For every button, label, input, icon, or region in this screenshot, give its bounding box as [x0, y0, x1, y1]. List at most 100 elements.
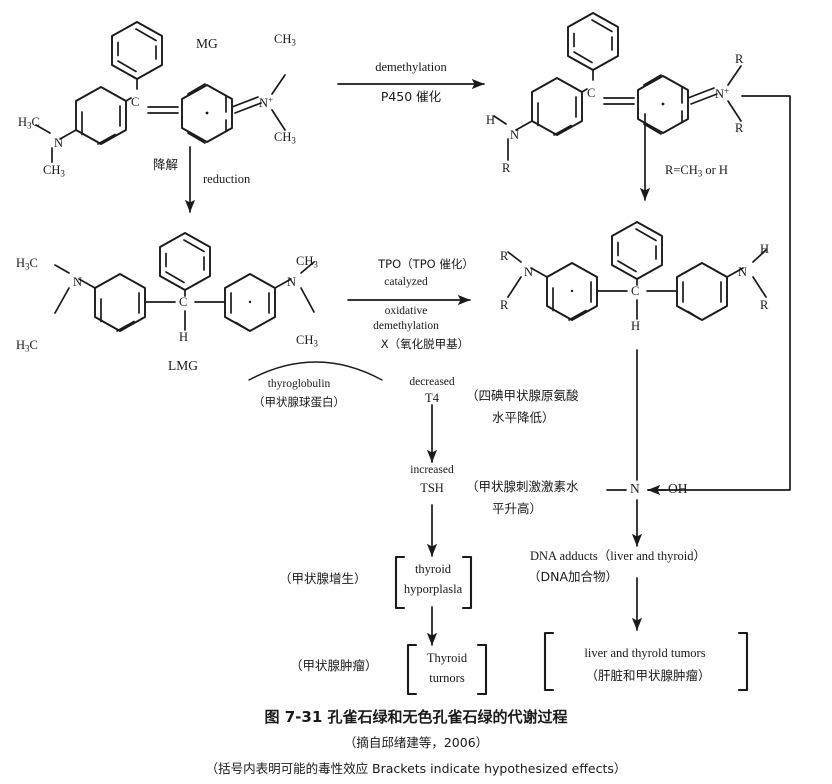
dmg-ring-to-nplus: [687, 87, 718, 105]
lmg-left-ring: [94, 273, 146, 332]
feedback-loop-line: [647, 95, 791, 496]
dlmg-right-nh: [752, 249, 767, 263]
mg-nplus-label: N+: [259, 95, 274, 111]
mg-left-h3c-label: H3C: [18, 115, 40, 131]
dmg-r-bottom-label: R: [735, 121, 744, 135]
dmg-left-nh: [493, 115, 507, 125]
dlmg-right-n-label: N: [738, 265, 748, 279]
figure-caption-main: 图 7-31 孔雀石绿和无色孔雀石绿的代谢过程: [264, 708, 568, 726]
reduction-label-en: reduction: [203, 172, 251, 186]
mg-left-n-bond: [59, 129, 77, 140]
tsh-label-cn-line1: （甲状腺刺激激素水: [466, 479, 579, 494]
dlmg-left-r-bottom-label: R: [500, 298, 509, 312]
ring-center-dots: [205, 102, 665, 304]
dlmg-right-r-label: R: [760, 298, 769, 312]
dmg-center-c-label: C: [587, 86, 596, 100]
dmg-exocyclic-double-bond: [603, 97, 635, 105]
dmg-r-top-label: R: [735, 52, 744, 66]
dlmg-center-h-label: H: [631, 319, 641, 333]
lmg-left-n-label: N: [73, 275, 83, 289]
dlmg-right-h-label: H: [760, 242, 770, 256]
lmg-right-ch3-top-label: CH3: [296, 254, 318, 270]
mg-left-n-label: N: [54, 136, 64, 150]
dmg-nplus-r-top: [727, 65, 742, 86]
dlmg-left-n-label: N: [524, 265, 534, 279]
dna-adducts-label-cn: （DNA加合物）: [528, 569, 619, 584]
r-definition-label: R=CH3 or H: [665, 163, 728, 179]
t4-label-cn-line2: 水平降低）: [492, 410, 555, 425]
lmg-right-nch3-bottom: [300, 287, 315, 313]
mg-quinoid-ring: [181, 83, 233, 144]
liver-tumors-label-en: liver and thyrold tumors: [584, 646, 706, 660]
mg-exocyclic-double-bond: [147, 106, 179, 114]
t4-label: T4: [425, 391, 439, 405]
lmg-center-c-label: C: [179, 295, 188, 309]
dlmg-phenyl-ring: [611, 221, 663, 280]
dmg-left-r-label: R: [502, 161, 511, 175]
dlmg-right-ring: [676, 262, 728, 321]
demethylation-label: demethylation: [375, 60, 447, 74]
mg-left-nch3-top: [35, 124, 51, 134]
dlmg-left-nr-bottom: [507, 276, 522, 298]
decreased-label: decreased: [409, 376, 455, 388]
mg-left-ring: [75, 86, 127, 145]
hyperplasia-label-line2: hyporplasla: [403, 582, 463, 596]
dlmg-left-nr-top: [507, 251, 522, 263]
dlmg-left-n-bond: [530, 267, 548, 278]
increased-label: increased: [410, 464, 454, 476]
mg-nplus-ch3-bottom: [271, 109, 286, 131]
dlmg-right-n-bond: [726, 267, 744, 278]
dlmg-left-ring: [546, 262, 598, 321]
tpo-line1-label: TPO（TPO 催化）: [378, 257, 474, 271]
mg-title: MG: [196, 36, 218, 51]
bracket-hyperplasia: [394, 555, 473, 610]
dmg-quinoid-ring: [637, 74, 689, 135]
mg-right-ch3-bottom-label: CH3: [274, 130, 296, 146]
figure-caption-source: （摘自邱绪建等，2006）: [343, 735, 489, 750]
mg-center-to-left-ring: [125, 97, 132, 102]
dlmg-left-r-top-label: R: [500, 249, 509, 263]
bracket-liver-tumors: [543, 631, 749, 692]
dmg-nplus-r-bottom: [727, 100, 742, 122]
dmg-center-to-left-ring: [581, 88, 588, 93]
dmg-left-n-label: N: [510, 128, 520, 142]
dmg-left-ring: [531, 77, 583, 136]
tsh-label: TSH: [420, 481, 444, 495]
mg-phenyl-ring: [111, 21, 163, 80]
dmg-nplus-label: N+: [715, 86, 730, 102]
tpo-line5-label: X（氧化脱甲基）: [380, 337, 470, 351]
p450-label: P450 催化: [380, 89, 442, 104]
noh-n-label: N: [630, 481, 640, 496]
dmg-phenyl-ring: [567, 12, 619, 71]
lmg-center-h-label: H: [179, 330, 189, 344]
lmg-right-nch3-top: [300, 261, 315, 274]
lmg-right-n-label: N: [287, 275, 297, 289]
t4-label-cn-line1: （四碘甲状腺原氨酸: [466, 388, 579, 403]
mg-right-ch3-top-label: CH3: [274, 32, 296, 48]
tpo-line2-label: catalyzed: [384, 276, 428, 288]
lmg-left-h3c-top-label: H3C: [16, 256, 38, 272]
thyroid-tumor-label-line2: turnors: [429, 671, 465, 685]
hyperplasia-label-cn: （甲状腺增生）: [279, 571, 367, 586]
dmg-left-h-label: H: [486, 113, 496, 127]
liver-tumors-label-cn: （肝脏和甲状腺肿瘤）: [585, 668, 711, 683]
lmg-title: LMG: [168, 358, 198, 373]
lmg-left-nch3-bottom: [54, 287, 70, 314]
lmg-right-ch3-bottom-label: CH3: [296, 333, 318, 349]
lmg-left-n-bond: [78, 278, 96, 289]
tpo-line3-label: oxidative: [384, 305, 428, 317]
mg-left-ch3-label: CH3: [43, 163, 65, 179]
figure-caption-note: （括号内表明可能的毒性效应 Brackets indicate hypothes…: [205, 761, 627, 776]
noh-oh-label: OH: [668, 481, 688, 496]
lmg-right-n-bond: [274, 278, 292, 289]
thyroglobulin-label-en: thyroglobulin: [267, 378, 331, 390]
dna-adducts-label-en: DNA adducts（liver and thyroid）: [530, 549, 707, 563]
hyperplasia-label-line1: thyroid: [414, 562, 452, 576]
lmg-right-ring: [224, 273, 276, 332]
dlmg-center-c-label: C: [631, 284, 640, 298]
lmg-left-nch3-top: [54, 264, 70, 274]
mg-ring-to-nplus: [231, 96, 262, 114]
thyroid-tumor-label-cn: （甲状腺肿瘤）: [290, 658, 378, 673]
thyroglobulin-curve: [248, 361, 383, 381]
